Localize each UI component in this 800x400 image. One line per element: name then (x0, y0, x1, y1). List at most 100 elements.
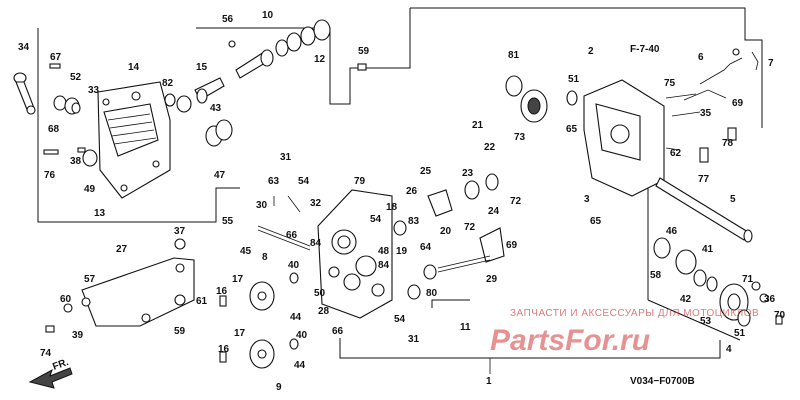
callout-68: 68 (48, 124, 60, 135)
middle-group-boundary (431, 299, 470, 308)
callout-5: 5 (730, 194, 736, 205)
callout-19: 19 (396, 246, 408, 257)
part-2-main-housing (583, 79, 665, 197)
callout-66-bottom: 66 (332, 326, 344, 337)
part-80-seal (407, 284, 421, 300)
callout-80: 80 (426, 288, 438, 299)
part-6-shift-linkage (683, 48, 743, 101)
part-16b-spring (219, 351, 227, 363)
part-60-washer (63, 303, 73, 313)
part-56-washer (228, 40, 236, 48)
part-42-ring (693, 269, 707, 287)
callout-33: 33 (88, 85, 100, 96)
callout-61: 61 (196, 296, 208, 307)
part-57-grommet (81, 297, 91, 307)
part-27-bracket (81, 257, 195, 327)
callout-36: 36 (764, 294, 776, 305)
callout-31-top: 31 (280, 152, 292, 163)
callout-75: 75 (664, 78, 676, 89)
callout-48: 48 (378, 246, 390, 257)
part-23-gear (464, 180, 480, 200)
callout-7: 7 (768, 58, 774, 69)
callout-1: 1 (486, 376, 492, 387)
callout-17-bottom: 17 (234, 328, 246, 339)
callout-8: 8 (262, 252, 268, 263)
part-59-bolt-top (357, 63, 367, 71)
callout-52: 52 (70, 72, 82, 83)
callout-40-top: 40 (288, 260, 300, 271)
part-14-gearcase-cover (97, 81, 171, 199)
part-40-seal-a (289, 272, 299, 284)
callout-62: 62 (670, 148, 682, 159)
watermark-line1: ЗАПЧАСТИ И АКСЕССУАРЫ ДЛЯ МОТОЦИКЛОВ (510, 308, 759, 319)
part-11-shaft (423, 255, 491, 280)
callout-58: 58 (650, 270, 662, 281)
part-79-middle-case (317, 189, 393, 319)
callout-67: 67 (50, 52, 62, 63)
callout-69-mid: 69 (506, 240, 518, 251)
callout-78: 78 (722, 138, 734, 149)
callout-83: 83 (408, 216, 420, 227)
callout-31-bottom: 31 (408, 334, 420, 345)
part-77-bolt (699, 147, 709, 163)
part-51-seal-bottom (737, 309, 751, 327)
callout-44-bottom: 44 (294, 360, 306, 371)
part-8-valve-body (249, 281, 275, 311)
part-74-bolt (45, 325, 55, 333)
part-5-drive-shaft (655, 177, 753, 243)
callout-81: 81 (508, 50, 520, 61)
callout-21: 21 (472, 120, 484, 131)
part-10-ring-c (300, 26, 316, 46)
part-31-bolt (287, 195, 301, 213)
part-16-spring (219, 295, 227, 307)
callout-51-bottom: 51 (734, 328, 746, 339)
callout-72-top: 72 (510, 196, 522, 207)
part-52-ring (53, 95, 67, 111)
callout-59-top: 59 (358, 46, 370, 57)
callout-74: 74 (40, 348, 52, 359)
callout-25: 25 (420, 166, 432, 177)
front-direction-arrow (28, 367, 73, 389)
callout-30: 30 (256, 200, 268, 211)
callout-39: 39 (72, 330, 84, 341)
part-38-bolt (77, 147, 86, 153)
callout-76: 76 (44, 170, 56, 181)
callout-18: 18 (386, 202, 398, 213)
part-35-bolt (671, 111, 701, 117)
callout-54-mid: 54 (370, 214, 382, 225)
callout-24: 24 (488, 206, 500, 217)
right-group-boundary (410, 7, 763, 128)
part-22-ring (485, 173, 499, 191)
right-lower-boundary-2 (647, 299, 741, 341)
part-41-ring (706, 276, 718, 292)
callout-23: 23 (462, 168, 474, 179)
part-47-bearing-b (215, 119, 233, 141)
callout-32: 32 (310, 198, 322, 209)
callout-4: 4 (726, 344, 732, 355)
callout-66-top: 66 (286, 230, 298, 241)
callout-2: 2 (588, 46, 594, 57)
callout-59-bottom: 59 (174, 326, 186, 337)
part-76-bolt (43, 149, 59, 155)
callout-17-top: 17 (232, 274, 244, 285)
callout-40-bottom: 40 (296, 330, 308, 341)
part-51-seal-top (566, 90, 578, 106)
callout-15: 15 (196, 62, 208, 73)
part-71-nut (751, 281, 761, 291)
part-7-spring (751, 51, 759, 71)
callout-70: 70 (774, 310, 786, 321)
callout-54-top: 54 (298, 176, 310, 187)
watermark-logo: PartsFor.ru (490, 324, 650, 357)
callout-22: 22 (484, 142, 496, 153)
part-12-bearing (313, 19, 331, 41)
part-34-lever (13, 72, 36, 115)
callout-41: 41 (702, 244, 714, 255)
callout-6: 6 (698, 52, 704, 63)
ref-code: F-7-40 (630, 44, 660, 55)
callout-71: 71 (742, 274, 754, 285)
callout-51-top: 51 (568, 74, 580, 85)
part-10-ring-b (286, 32, 302, 52)
callout-42: 42 (680, 294, 692, 305)
callout-82: 82 (162, 78, 174, 89)
